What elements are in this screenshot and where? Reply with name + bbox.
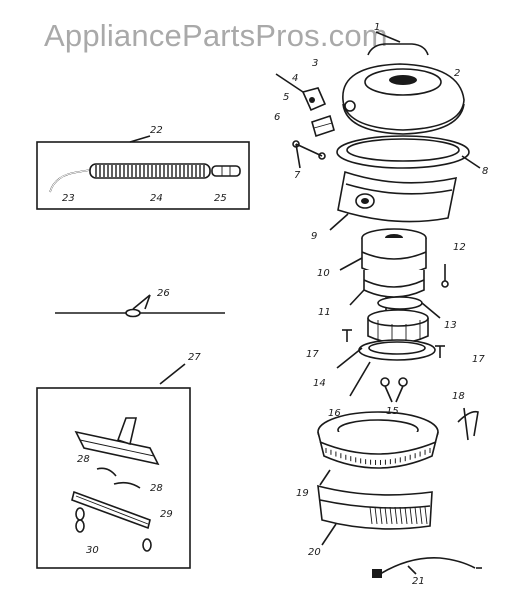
caster-screws xyxy=(380,377,408,403)
callout-16: 16 xyxy=(328,408,341,419)
callout-1: 1 xyxy=(374,22,380,33)
callout-2: 2 xyxy=(454,68,460,79)
screw-12 xyxy=(441,264,449,288)
callout-7: 7 xyxy=(294,170,301,181)
callout-26: 26 xyxy=(157,288,170,299)
filter-band xyxy=(329,170,458,231)
lid-handle xyxy=(367,31,429,56)
callout-28b: 28 xyxy=(150,483,163,494)
switch-assembly xyxy=(275,73,335,169)
power-cord xyxy=(372,557,482,578)
callout-13: 13 xyxy=(444,320,457,331)
drum-bumper xyxy=(317,484,433,546)
motor-seal xyxy=(377,296,441,319)
filter-cage xyxy=(336,309,436,397)
callout-6: 6 xyxy=(274,112,280,123)
motor-lid xyxy=(342,63,465,135)
callout-24: 24 xyxy=(150,193,163,204)
callout-3: 3 xyxy=(312,58,318,69)
callout-10: 10 xyxy=(317,268,330,279)
callout-19: 19 xyxy=(296,488,309,499)
callout-12: 12 xyxy=(453,242,466,253)
clip-17-left xyxy=(342,329,352,342)
callout-22: 22 xyxy=(150,125,163,136)
callout-27: 27 xyxy=(188,352,201,363)
callout-20: 20 xyxy=(308,547,321,558)
callout-30: 30 xyxy=(86,545,99,556)
clip-17-right xyxy=(435,345,445,358)
extension-wand xyxy=(55,294,225,318)
callout-21: 21 xyxy=(412,576,425,587)
callout-23a: 23 xyxy=(62,193,75,204)
callout-29: 29 xyxy=(160,509,173,520)
callout-5: 5 xyxy=(283,92,289,103)
callout-14: 14 xyxy=(313,378,326,389)
callout-11: 11 xyxy=(318,307,331,318)
canister-drum xyxy=(317,411,439,486)
site-watermark: AppliancePartsPros.com xyxy=(44,18,388,53)
callout-4: 4 xyxy=(292,73,298,84)
floor-tool-box xyxy=(36,363,191,569)
callout-17b: 17 xyxy=(472,354,485,365)
callout-15: 15 xyxy=(386,406,399,417)
callout-25: 25 xyxy=(214,193,227,204)
hose-assembly-box xyxy=(36,135,250,210)
hook-18 xyxy=(457,407,479,441)
hose xyxy=(89,163,211,179)
callout-17a: 17 xyxy=(306,349,319,360)
lid-gasket xyxy=(336,135,481,169)
callout-18: 18 xyxy=(452,391,465,402)
callout-8: 8 xyxy=(482,166,488,177)
callout-28a: 28 xyxy=(77,454,90,465)
callout-9: 9 xyxy=(311,231,317,242)
